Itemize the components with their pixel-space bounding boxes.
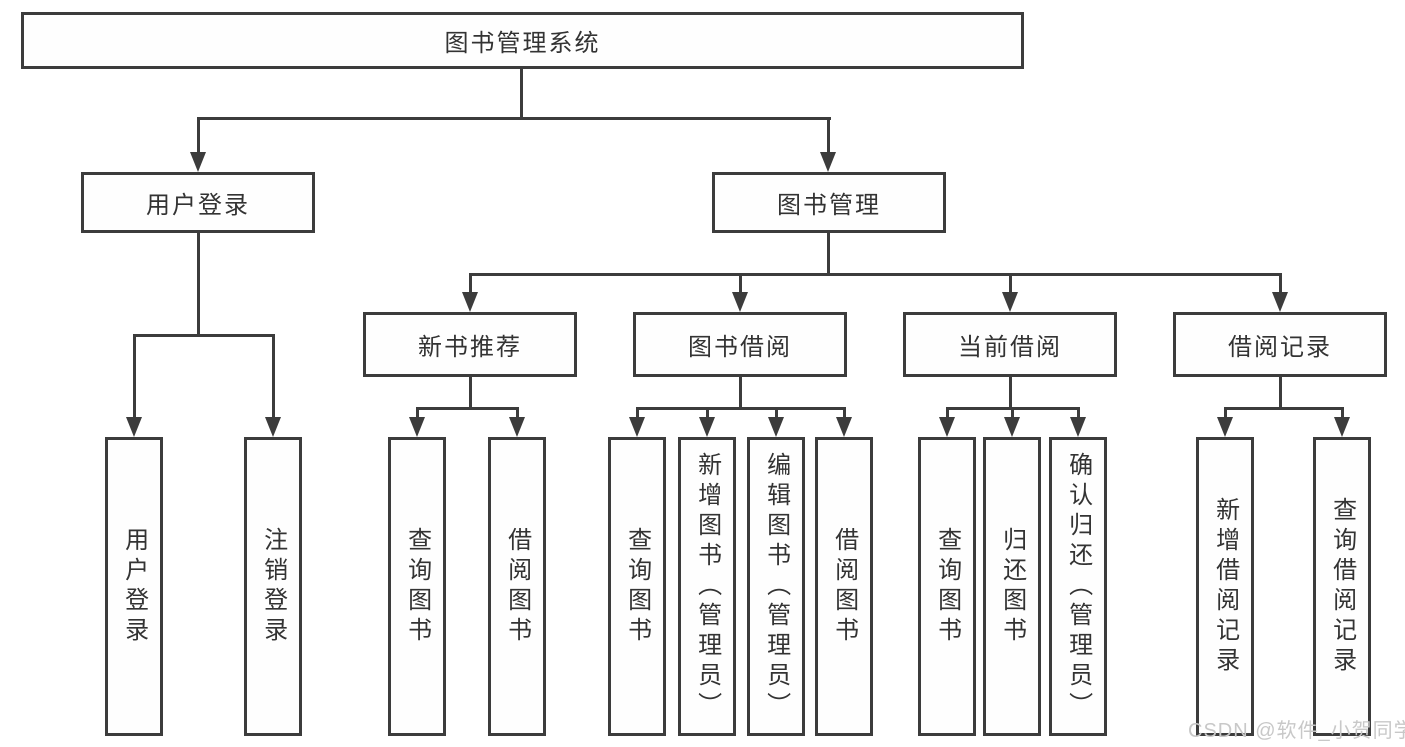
connector-cb-leaf3-stem: [1077, 407, 1080, 419]
leaf-borrow-books-1-label: 借阅图书: [503, 526, 531, 647]
leaf-edit-book-admin-label: 编辑图书（管理员）: [762, 451, 790, 722]
connector-br-down: [1279, 377, 1282, 410]
leaf-return-book-label: 归还图书: [998, 526, 1026, 647]
connector-user-login-down: [197, 233, 200, 337]
arrow-down-leaf-login: [126, 417, 142, 437]
leaf-add-book-admin: 新增图书（管理员）: [678, 437, 736, 736]
connector-nbr-down: [469, 377, 472, 410]
leaf-borrow-books-1: 借阅图书: [488, 437, 546, 736]
arrow-down-bb-leaf4: [836, 417, 852, 437]
node-current-borrow-label: 当前借阅: [958, 334, 1062, 361]
node-root: 图书管理系统: [21, 12, 1024, 69]
arrow-down-leaf-logout: [265, 417, 281, 437]
leaf-query-books-2: 查询图书: [608, 437, 666, 736]
leaf-query-borrow-record-label: 查询借阅记录: [1328, 496, 1356, 677]
connector-root-stem: [520, 68, 523, 120]
connector-leaf-logout-stem: [272, 334, 275, 419]
leaf-borrow-books-2: 借阅图书: [815, 437, 873, 736]
leaf-return-book: 归还图书: [983, 437, 1041, 736]
node-borrow-records-label: 借阅记录: [1228, 334, 1332, 361]
connector-bb-leaf1-stem: [636, 407, 639, 419]
leaf-confirm-return-admin: 确认归还（管理员）: [1049, 437, 1107, 736]
leaf-logout: 注销登录: [244, 437, 302, 736]
connector-book-borrow-stem: [739, 273, 742, 294]
leaf-add-borrow-record-label: 新增借阅记录: [1211, 496, 1239, 677]
node-user-login: 用户登录: [81, 172, 315, 233]
connector-book-mgmt-bar: [469, 273, 1281, 276]
arrow-down-br-leaf2: [1334, 417, 1350, 437]
leaf-query-books-2-label: 查询图书: [623, 526, 651, 647]
csdn-watermark: CSDN @软件_小贺同学: [1188, 720, 1405, 742]
connector-book-mgmt-stem: [827, 117, 830, 154]
connector-book-mgmt-down: [827, 233, 830, 276]
leaf-logout-label: 注销登录: [259, 526, 287, 647]
connector-nbr-leaf2-stem: [516, 407, 519, 419]
connector-bb-leaf2-stem: [706, 407, 709, 419]
arrow-down-new-book: [462, 292, 478, 312]
leaf-query-books-3: 查询图书: [918, 437, 976, 736]
arrow-down-cb-leaf1: [939, 417, 955, 437]
node-borrow-records: 借阅记录: [1173, 312, 1387, 377]
arrow-down-user-login: [190, 152, 206, 172]
node-book-management-label: 图书管理: [777, 192, 881, 219]
arrow-down-book-borrow: [732, 292, 748, 312]
arrow-down-book-mgmt: [820, 152, 836, 172]
leaf-query-books-3-label: 查询图书: [933, 526, 961, 647]
leaf-query-books-1-label: 查询图书: [403, 526, 431, 647]
connector-cb-leaf1-stem: [946, 407, 949, 419]
connector-cb-down: [1009, 377, 1012, 410]
arrow-down-bb-leaf1: [629, 417, 645, 437]
connector-bb-down: [739, 377, 742, 410]
connector-root-bar: [197, 117, 831, 120]
arrow-down-cb-leaf2: [1004, 417, 1020, 437]
arrow-down-cb-leaf3: [1070, 417, 1086, 437]
node-new-book-recommend-label: 新书推荐: [418, 334, 522, 361]
node-current-borrow: 当前借阅: [903, 312, 1117, 377]
leaf-add-book-admin-label: 新增图书（管理员）: [693, 451, 721, 722]
arrow-down-borrow-records: [1272, 292, 1288, 312]
node-new-book-recommend: 新书推荐: [363, 312, 577, 377]
leaf-add-borrow-record: 新增借阅记录: [1196, 437, 1254, 736]
arrow-down-nbr-leaf2: [509, 417, 525, 437]
node-root-label: 图书管理系统: [444, 30, 601, 57]
node-book-management: 图书管理: [712, 172, 946, 233]
node-book-borrow-label: 图书借阅: [688, 334, 792, 361]
leaf-user-login-label: 用户登录: [120, 526, 148, 647]
node-book-borrow: 图书借阅: [633, 312, 847, 377]
arrow-down-bb-leaf2: [699, 417, 715, 437]
leaf-confirm-return-admin-label: 确认归还（管理员）: [1064, 451, 1092, 722]
leaf-borrow-books-2-label: 借阅图书: [830, 526, 858, 647]
arrow-down-current-borrow: [1002, 292, 1018, 312]
arrow-down-bb-leaf3: [768, 417, 784, 437]
connector-bb-leaf4-stem: [843, 407, 846, 419]
connector-current-borrow-stem: [1009, 273, 1012, 294]
connector-bb-leaf3-stem: [775, 407, 778, 419]
arrow-down-br-leaf1: [1217, 417, 1233, 437]
connector-br-leaf2-stem: [1341, 407, 1344, 419]
connector-nbr-leaf1-stem: [416, 407, 419, 419]
arrow-down-nbr-leaf1: [409, 417, 425, 437]
connector-cb-leaf2-stem: [1011, 407, 1014, 419]
connector-leaf-login-stem: [133, 334, 136, 419]
connector-borrow-records-stem: [1279, 273, 1282, 294]
connector-br-leaf1-stem: [1224, 407, 1227, 419]
leaf-edit-book-admin: 编辑图书（管理员）: [747, 437, 805, 736]
connector-user-login-bar: [133, 334, 275, 337]
leaf-query-books-1: 查询图书: [388, 437, 446, 736]
connector-bb-bar: [636, 407, 846, 410]
leaf-query-borrow-record: 查询借阅记录: [1313, 437, 1371, 736]
connector-new-book-stem: [469, 273, 472, 294]
leaf-user-login: 用户登录: [105, 437, 163, 736]
connector-br-bar: [1224, 407, 1344, 410]
connector-nbr-bar: [416, 407, 519, 410]
connector-user-login-stem: [197, 117, 200, 154]
node-user-login-label: 用户登录: [146, 192, 250, 219]
